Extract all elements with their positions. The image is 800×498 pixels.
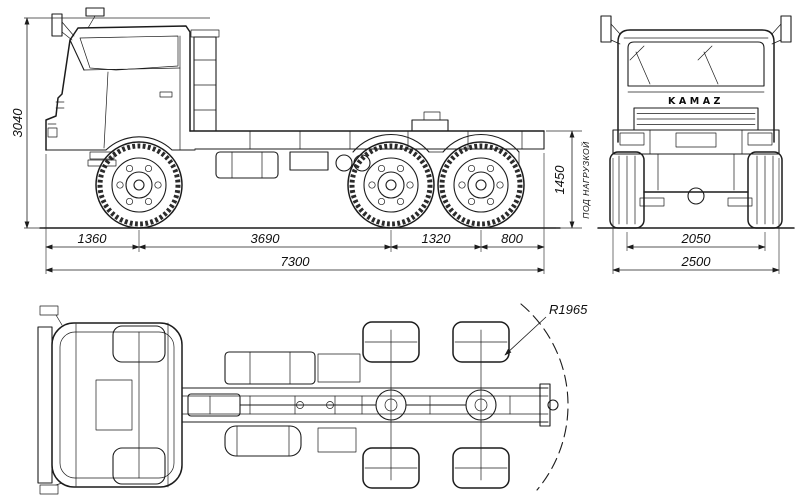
radius-leader — [504, 316, 547, 356]
dim-overall-length: 7300 — [281, 254, 311, 269]
fuel-tank-top — [224, 351, 316, 385]
dim-front-overhang: 1360 — [78, 231, 108, 246]
cab-top — [39, 305, 183, 495]
license-plate — [675, 132, 717, 148]
air-tank-1 — [335, 154, 353, 172]
air-tank-2 — [353, 154, 371, 172]
dim-wheelbase: 3690 — [251, 231, 281, 246]
dim-rear-overhang: 800 — [501, 231, 523, 246]
turning-radius-arc — [520, 303, 569, 491]
fuel-tank-side — [215, 151, 279, 179]
left-headlight — [619, 132, 645, 146]
door-handle — [159, 91, 173, 98]
front-right-tire — [747, 151, 783, 229]
windshield — [627, 41, 765, 87]
air-intake-stack — [193, 36, 217, 132]
cab-front: KAMAZ — [600, 15, 792, 155]
bumper — [612, 129, 780, 155]
top-view: R1965 — [37, 302, 588, 495]
frame-side — [189, 111, 545, 150]
rear-mount-bracket — [411, 119, 449, 132]
front-view: KAMAZ 2050 2500 — [597, 15, 795, 274]
right-headlight — [747, 132, 773, 146]
turning-radius-label: R1965 — [549, 302, 588, 317]
dim-track: 2050 — [681, 231, 712, 246]
right-mirror-front — [780, 15, 792, 43]
front-view-dimensions: 2050 2500 — [612, 158, 780, 274]
cab-top-outline — [51, 322, 183, 488]
intake-cap — [190, 29, 220, 38]
tow-hook-top — [547, 399, 559, 411]
loaded-note: ПОД НАГРУЗКОЙ — [580, 141, 591, 219]
muffler-top — [224, 425, 302, 457]
grille-badge-text: KAMAZ — [668, 96, 724, 107]
mirror-top-left — [39, 305, 59, 316]
dim-overall-height: 3040 — [10, 108, 25, 138]
chassis-equipment-side — [215, 151, 371, 179]
front-axle — [639, 153, 753, 207]
cab-outline — [45, 25, 191, 151]
rear-crossmember — [539, 383, 551, 427]
front-wheel-side — [96, 142, 182, 228]
side-view-dimensions: 3040 1360 3690 1320 800 7300 1450 ПОД НА… — [10, 17, 591, 274]
headlight-side — [47, 127, 58, 138]
gearbox-top — [187, 393, 241, 417]
rear-wheels-top — [362, 321, 510, 489]
dim-bogie-spacing: 1320 — [422, 231, 452, 246]
chassis-equipment-top — [224, 351, 361, 457]
front-left-tire — [609, 151, 645, 229]
dim-overall-width: 2500 — [681, 254, 712, 269]
bumper-top — [37, 326, 53, 484]
side-view: 3040 1360 3690 1320 800 7300 1450 ПОД НА… — [10, 7, 591, 274]
cab-front-outline — [617, 29, 775, 143]
drivetrain-top — [187, 329, 497, 481]
wipers — [629, 45, 719, 85]
roof-hatch — [95, 379, 133, 431]
dim-frame-height: 1450 — [552, 165, 567, 195]
left-mirror-front — [600, 15, 612, 43]
mirror-side — [51, 13, 63, 37]
turning-radius: R1965 — [504, 302, 588, 491]
rear-wheel-2-side — [438, 142, 524, 228]
front-mirror-side — [85, 7, 105, 17]
mirror-top-right — [39, 484, 59, 495]
battery-box-top — [317, 353, 361, 383]
battery-box-side — [289, 151, 329, 171]
cab-step — [89, 151, 115, 160]
rear-fenders — [352, 134, 520, 167]
toolbox-top — [317, 427, 357, 453]
